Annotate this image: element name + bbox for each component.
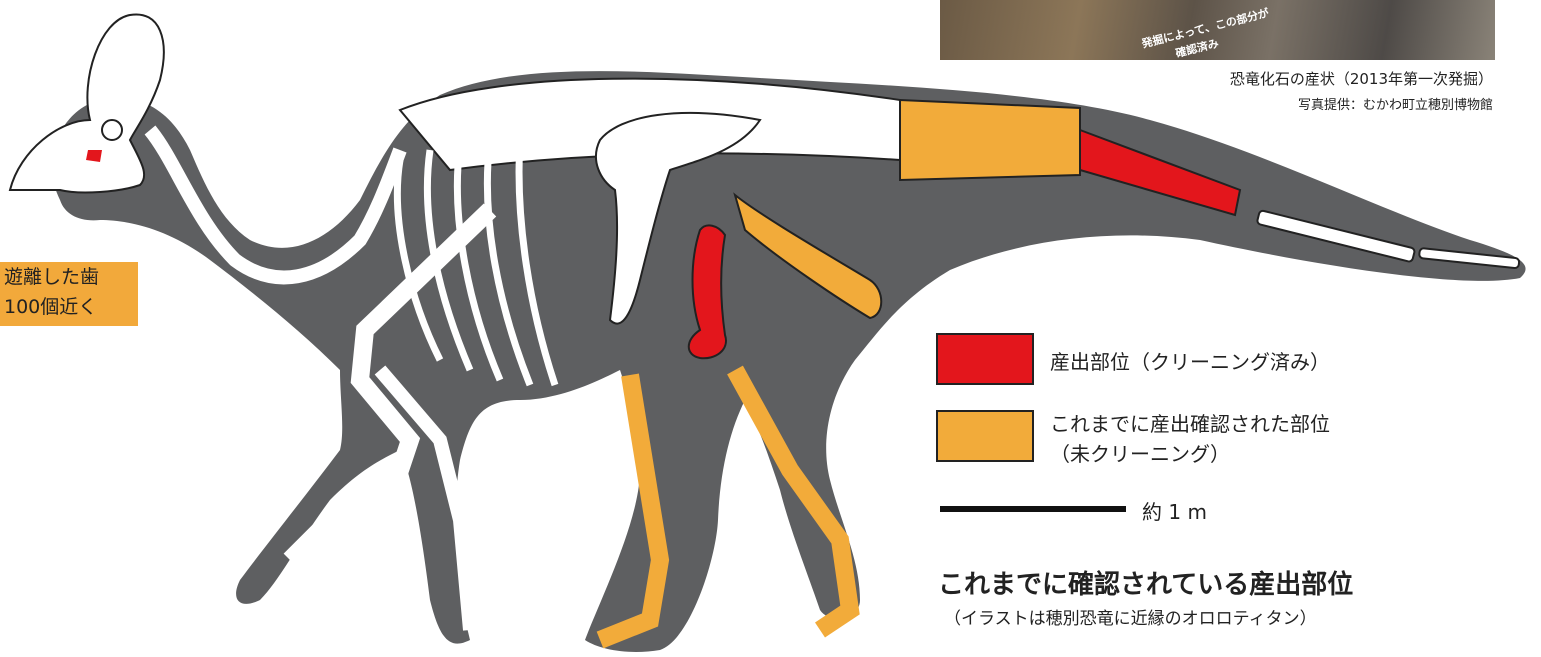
- tooth-label-line2: 100個近く: [4, 292, 138, 322]
- scale-bar: [940, 506, 1126, 512]
- diagram-subtitle: （イラストは穂別恐竜に近縁のオロロティタン）: [944, 604, 1317, 629]
- tooth-label: 遊離した歯 100個近く: [0, 262, 138, 326]
- legend-swatch-cleaned: [936, 333, 1034, 385]
- eye-socket: [102, 120, 122, 140]
- tail-orange-section: [900, 100, 1080, 180]
- diagram-title: これまでに確認されている産出部位: [938, 564, 1353, 601]
- legend-label-uncleaned: これまでに産出確認された部位: [1050, 408, 1330, 437]
- legend-label-uncleaned-note: （未クリーニング）: [1050, 438, 1230, 467]
- skull-crest: [10, 14, 164, 192]
- legend-label-cleaned: 産出部位（クリーニング済み）: [1050, 346, 1330, 375]
- scale-label: 約 1 m: [1142, 496, 1207, 525]
- tooth-label-line1: 遊離した歯: [4, 262, 138, 292]
- legend-swatch-uncleaned: [936, 410, 1034, 462]
- tooth-red-marker: [86, 150, 102, 162]
